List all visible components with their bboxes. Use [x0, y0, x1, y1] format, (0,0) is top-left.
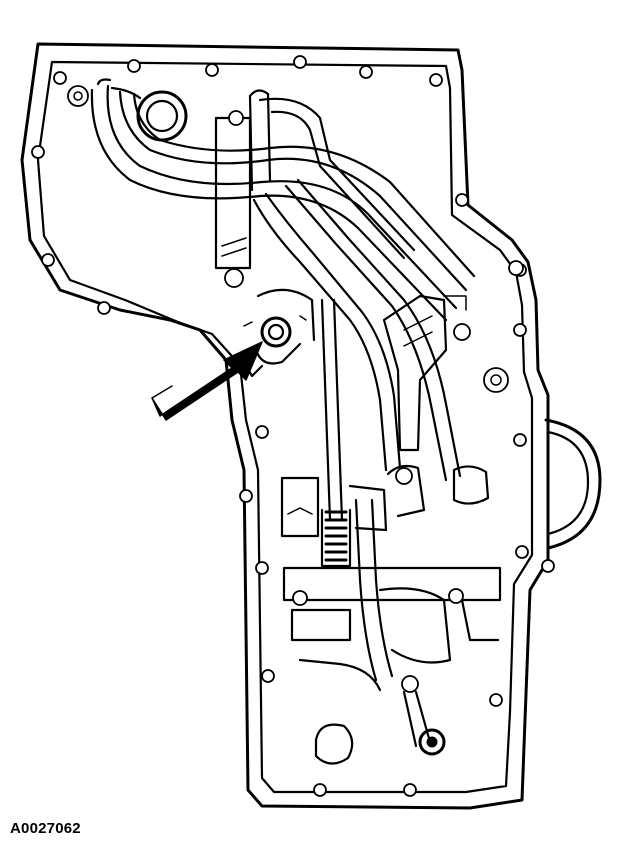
tube-brackets	[214, 110, 471, 452]
arrow-icon	[151, 341, 263, 421]
perimeter-bolt-holes	[31, 55, 529, 797]
spring-assembly	[239, 298, 490, 568]
lower-valve-body	[282, 559, 555, 765]
gasket-inner-outline	[36, 60, 534, 794]
fluid-tubes	[90, 78, 476, 682]
fill-port	[67, 85, 188, 142]
housing-outline	[20, 42, 550, 810]
figure-reference-code: A0027062	[10, 820, 81, 837]
side-housing	[483, 260, 602, 550]
